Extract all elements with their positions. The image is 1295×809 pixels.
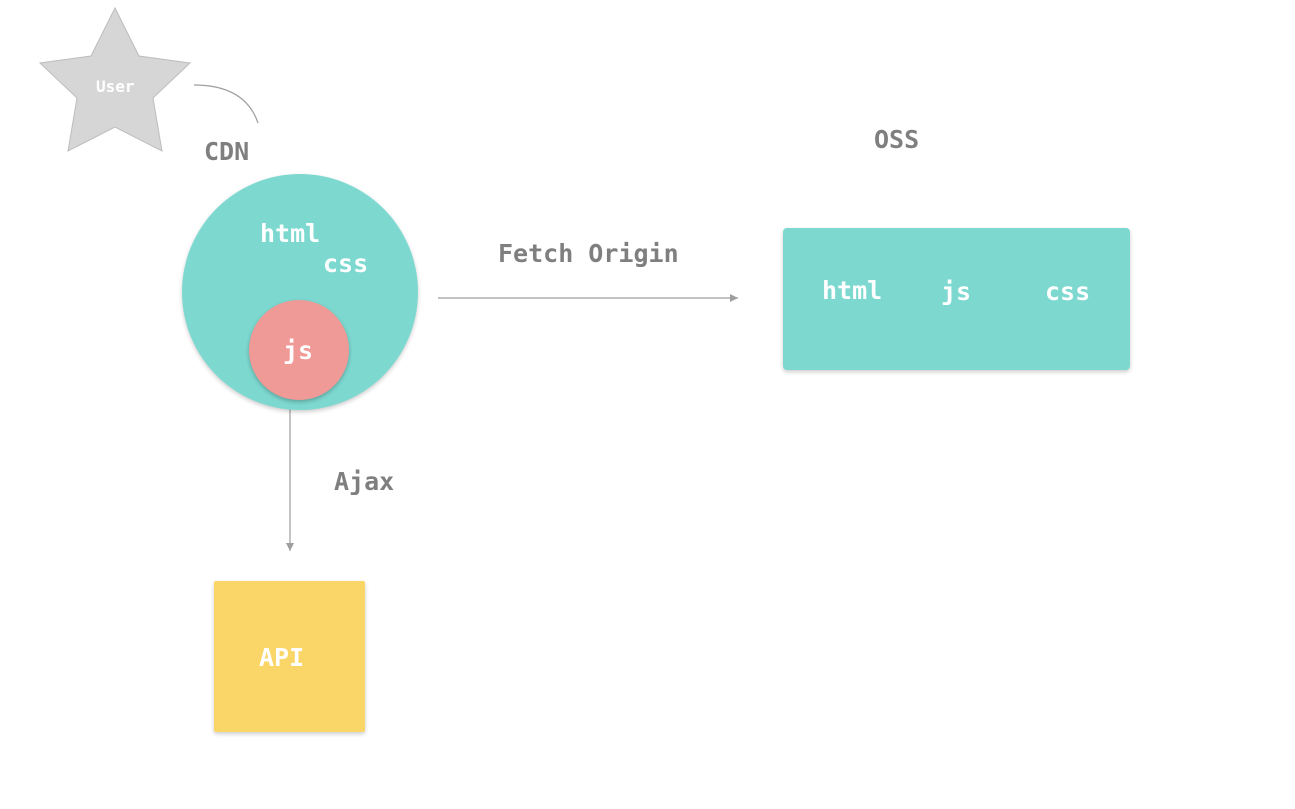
user-to-cdn-connector [193,84,259,124]
oss-node [783,228,1130,370]
oss-css-label: css [1045,277,1091,306]
cdn-css-label: css [323,249,369,278]
user-label: User [96,77,135,96]
cdn-js-label: js [283,336,314,365]
oss-html-label: html [822,276,883,305]
oss-title: OSS [874,125,920,154]
user-star-icon [38,6,192,152]
cdn-js-node [249,300,349,400]
fetch-origin-label: Fetch Origin [498,239,679,268]
ajax-label: Ajax [334,467,395,496]
cdn-title: CDN [204,137,250,166]
api-label: API [259,643,305,672]
cdn-html-label: html [260,219,321,248]
oss-js-label: js [941,277,972,306]
api-node [214,581,365,732]
